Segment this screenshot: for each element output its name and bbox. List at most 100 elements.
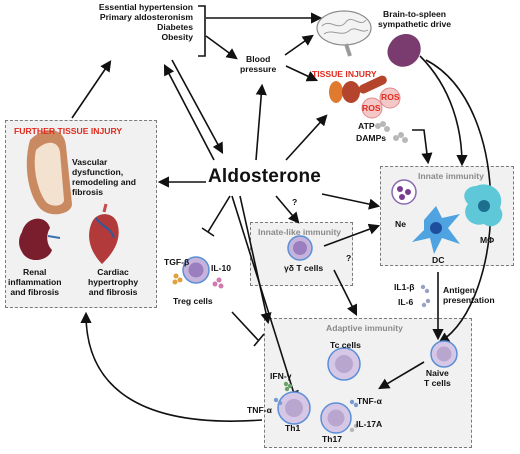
further-tissue-injury-title: FURTHER TISSUE INJURY (14, 126, 123, 136)
arrow-aldosterone-to-adaptive (239, 195, 272, 325)
mphi-label: MΦ (480, 235, 495, 245)
condition-diabetes: Diabetes (157, 21, 193, 32)
treg-label: Treg cells (173, 296, 213, 306)
th1-cell-icon (277, 391, 311, 425)
naive-line2: T cells (424, 377, 451, 388)
brain-spleen-line1: Brain-to-spleen (383, 9, 447, 19)
brain-spleen-label: Brain-to-spleen sympathetic drive (378, 9, 452, 30)
arrow-gdt-to-adaptive (333, 269, 358, 317)
arrow-aldosterone-to-bp (255, 83, 267, 161)
conditions-list: Essential hypertension Primary aldostero… (98, 2, 193, 43)
renal-line3: and fibrosis (10, 286, 60, 297)
condition-primary-aldosteronism: Primary aldosteronism (99, 11, 193, 22)
bracket (198, 5, 206, 57)
ifn-gamma-label: IFN-γ (270, 371, 292, 381)
tc-cells-label: Tc cells (330, 340, 361, 350)
naive-line1: Naive (425, 368, 449, 378)
arrow-gdt-to-innate (323, 223, 381, 247)
inhibit-bar-treg (201, 227, 215, 237)
tissue-injury-title: TISSUE INJURY (312, 69, 377, 79)
tgf-beta-label: TGF-β (164, 257, 190, 267)
tissue-injury-organs-icon (329, 75, 387, 103)
arrow-aldosterone-to-tissue (285, 114, 328, 161)
tgf-beta-dots-icon (172, 273, 183, 285)
renal-line1: Renal (23, 267, 47, 277)
arrow-naive-to-adaptive (378, 361, 425, 390)
th1-label: Th1 (285, 423, 301, 433)
condition-essential-hypertension: Essential hypertension (98, 2, 193, 12)
arrow-conditions-to-aldosterone (171, 59, 224, 154)
question-mark-1: ? (292, 197, 298, 207)
tnf-dots-icon (273, 397, 359, 408)
vascular-label: Vascular dysfunction, remodeling and fib… (72, 157, 136, 198)
macrophage-icon (464, 184, 503, 227)
arrow-aldosterone-to-innatelike (275, 195, 300, 224)
kidney-icon (19, 218, 61, 261)
heart-icon (89, 203, 119, 264)
atp-damps-icon (375, 121, 408, 143)
bp-line1: Blood (245, 54, 271, 64)
ros-label-a: ROS (381, 92, 400, 102)
arrow-spleen-to-innate (419, 55, 468, 167)
spleen-icon (387, 33, 421, 67)
il17a-label: IL-17A (356, 419, 383, 429)
il10-label: IL-10 (211, 263, 232, 273)
vessel-icon (26, 130, 72, 215)
th17-label: Th17 (322, 434, 343, 444)
brain-icon (316, 10, 372, 57)
arrow-tissue-to-innate (412, 129, 433, 165)
tnf-alpha-left-label: TNF-α (247, 405, 272, 415)
il1-beta-label: IL1-β (394, 282, 415, 292)
ros-label-b: ROS (362, 103, 381, 113)
renal-line2: inflammation (8, 276, 62, 287)
condition-obesity: Obesity (161, 31, 193, 42)
naive-t-cell-icon (430, 340, 458, 368)
question-mark-2: ? (346, 253, 352, 263)
vascular-line1: Vascular (72, 157, 108, 167)
arrow-aldosterone-to-innate (321, 193, 381, 210)
gamma-delta-t-cell-icon (287, 235, 313, 261)
naive-t-cells-label: Naive T cells (424, 368, 451, 389)
cardiac-line2: hypertrophy (88, 276, 139, 287)
il10-dots-icon (212, 277, 224, 289)
tc-cell-icon (327, 347, 361, 381)
ros-bubbles-icon (361, 87, 401, 119)
dc-label: DC (432, 255, 445, 265)
vascular-line3: remodeling and (72, 176, 136, 187)
damps-label: DAMPs (356, 133, 387, 143)
renal-label: Renal inflammation and fibrosis (8, 267, 62, 298)
ifn-dots-icon (283, 381, 293, 392)
arrow-adaptive-to-further (80, 311, 263, 422)
il17-dots-icon (349, 423, 359, 433)
bp-line2: pressure (240, 63, 277, 74)
arrow-aldosterone-to-adaptive-2 (231, 195, 299, 403)
inhibit-treg-adaptive (231, 311, 259, 341)
th17-cell-icon (320, 402, 352, 434)
blood-pressure-label: Blood pressure (240, 54, 277, 75)
vascular-line4: fibrosis (72, 186, 104, 197)
antigen-presentation-label: Antigen presentation (443, 285, 495, 306)
aldosterone-hub: Aldosterone (208, 166, 322, 187)
arrow-bp-to-brain (284, 34, 314, 56)
antigen-line1: Antigen (443, 285, 475, 295)
adaptive-immunity-title: Adaptive immunity (326, 323, 403, 333)
ne-label: Ne (395, 219, 406, 229)
cardiac-label: Cardiac hypertrophy and fibrosis (88, 267, 139, 298)
inhibit-bar-adaptive (253, 333, 265, 347)
arrow-bp-to-tissue (285, 65, 319, 82)
il6-label: IL-6 (398, 297, 414, 307)
il1-il6-dots-icon (420, 284, 431, 308)
brain-spleen-line2: sympathetic drive (378, 18, 452, 29)
neutrophil-icon (391, 179, 417, 205)
treg-cell-icon (182, 256, 210, 284)
inhibit-aldosterone-treg (207, 195, 231, 233)
vascular-line2: dysfunction, (72, 166, 124, 177)
arrow-further-to-conditions (71, 60, 112, 119)
innate-immunity-title: Innate immunity (418, 171, 484, 181)
cardiac-line3: and fibrosis (88, 286, 138, 297)
arrow-conditions-to-bp (205, 35, 238, 60)
gamma-delta-label: γδ T cells (284, 263, 324, 273)
arrow-aldosterone-to-conditions (163, 64, 215, 161)
